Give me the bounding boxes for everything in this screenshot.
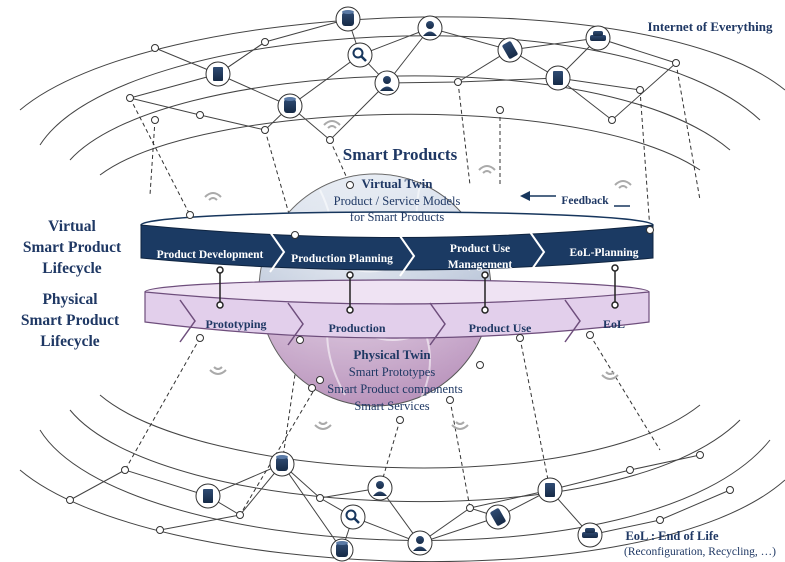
car-icon — [585, 25, 611, 51]
physical-twin-line: Smart Product components — [327, 382, 463, 396]
virtual-twin-title: Virtual Twin — [362, 176, 434, 191]
physical-twin-line: Smart Services — [354, 399, 429, 413]
person-icon — [407, 530, 433, 556]
network-ring-bottom-4 — [19, 469, 785, 562]
virtual-chevron — [269, 231, 286, 273]
physical-chevron — [429, 302, 446, 346]
feedback-label: Feedback — [561, 195, 609, 207]
search-icon — [347, 42, 373, 68]
signal-icon — [601, 371, 619, 380]
network-link — [129, 97, 201, 116]
eol-title: EoL : End of Life — [625, 529, 719, 543]
physical-lifecycle-label: Physical — [42, 291, 98, 308]
smartphone-icon — [485, 504, 511, 530]
connector-top — [329, 139, 351, 186]
connector-top — [639, 89, 651, 231]
signal-icon — [451, 421, 469, 430]
physical-chevron — [179, 299, 196, 343]
document-icon — [195, 483, 221, 509]
signal-icon — [314, 421, 332, 430]
database-icon — [277, 93, 303, 119]
signal-icon — [614, 180, 632, 189]
connector-bottom — [449, 399, 471, 509]
physical-stage-prototyping: Prototyping — [205, 317, 266, 331]
network-ring-bottom-2 — [69, 409, 741, 503]
network-ring-top-3 — [99, 113, 701, 176]
database-icon — [330, 538, 354, 562]
person-icon — [367, 475, 393, 501]
person-icon — [417, 15, 443, 41]
eol-detail: (Reconfiguration, Recycling, …) — [624, 546, 776, 558]
virtual-stage-eol-planning: EoL-Planning — [569, 247, 638, 259]
network-link — [469, 454, 701, 509]
network-ring-top-4 — [19, 16, 785, 111]
virtual-chevron — [529, 231, 546, 273]
database-icon — [269, 451, 295, 477]
virtual-twin-line: for Smart Products — [350, 210, 445, 224]
car-icon — [577, 522, 603, 548]
network-link — [289, 82, 388, 141]
physical-stage-production: Production — [328, 321, 385, 335]
network-link — [69, 469, 126, 501]
person-icon — [374, 70, 400, 96]
connector-top — [149, 119, 156, 196]
physical-twin-title: Physical Twin — [353, 347, 431, 362]
search-icon — [340, 504, 366, 530]
network-ring-bottom-3 — [99, 394, 701, 469]
icon-nodes-bottom — [195, 451, 603, 562]
signal-icon — [209, 366, 227, 375]
network-link — [159, 514, 241, 531]
physical-chevron — [287, 302, 304, 346]
connector-bottom — [519, 337, 551, 491]
connector-bottom — [124, 337, 201, 471]
signal-icon — [323, 120, 341, 129]
band-links — [216, 264, 619, 314]
icon-nodes-top — [205, 6, 611, 119]
iot-label: Internet of Everything — [648, 19, 773, 34]
virtual-stage-product-use-management: Product Use — [450, 243, 510, 255]
signal-icons — [204, 120, 632, 430]
physical-twin-line: Smart Prototypes — [349, 365, 436, 379]
virtual-band-face — [140, 224, 654, 271]
virtual-lifecycle-label: Smart Product — [23, 239, 122, 256]
network-link — [124, 463, 591, 544]
virtual-stage-product-use-management: Management — [448, 259, 513, 271]
physical-chevron — [564, 299, 581, 343]
connector-top — [675, 62, 701, 201]
database-icon — [335, 6, 361, 32]
virtual-lifecycle-label: Virtual — [48, 218, 96, 235]
virtual-stage-product-development: Product Development — [157, 249, 264, 261]
signal-icon — [204, 192, 222, 201]
document-icon — [545, 65, 571, 91]
network-nodes — [66, 38, 734, 534]
network-ring-top-1 — [39, 35, 761, 146]
virtual-chevron — [399, 235, 416, 277]
virtual-lifecycle-band — [140, 211, 654, 277]
signal-icon — [478, 165, 496, 174]
connector-top — [457, 81, 471, 186]
smartphone-icon — [497, 37, 523, 63]
feedback-arrow — [520, 191, 630, 207]
physical-lifecycle-band — [144, 279, 650, 346]
network-link — [457, 49, 641, 91]
virtual-stage-production-planning: Production Planning — [291, 253, 393, 265]
virtual-twin-line: Product / Service Models — [334, 194, 461, 208]
network-ring-bottom-1 — [39, 429, 771, 542]
network-link — [217, 18, 431, 84]
sphere-title: Smart Products — [343, 145, 458, 164]
physical-band-face — [144, 291, 650, 339]
document-icon — [537, 477, 563, 503]
connector-bottom — [239, 379, 321, 516]
connector-top — [129, 97, 191, 216]
document-icon — [205, 61, 231, 87]
physical-stage-product-use: Product Use — [469, 321, 532, 335]
physical-lifecycle-label: Lifecycle — [40, 333, 100, 350]
connector-bottom — [589, 334, 661, 451]
network-link — [379, 487, 499, 544]
virtual-lifecycle-label: Lifecycle — [42, 260, 102, 277]
text-layer: Internet of Everything Smart Products Vi… — [21, 19, 776, 558]
physical-stage-eol: EoL — [603, 317, 625, 331]
physical-lifecycle-label: Smart Product — [21, 312, 120, 329]
